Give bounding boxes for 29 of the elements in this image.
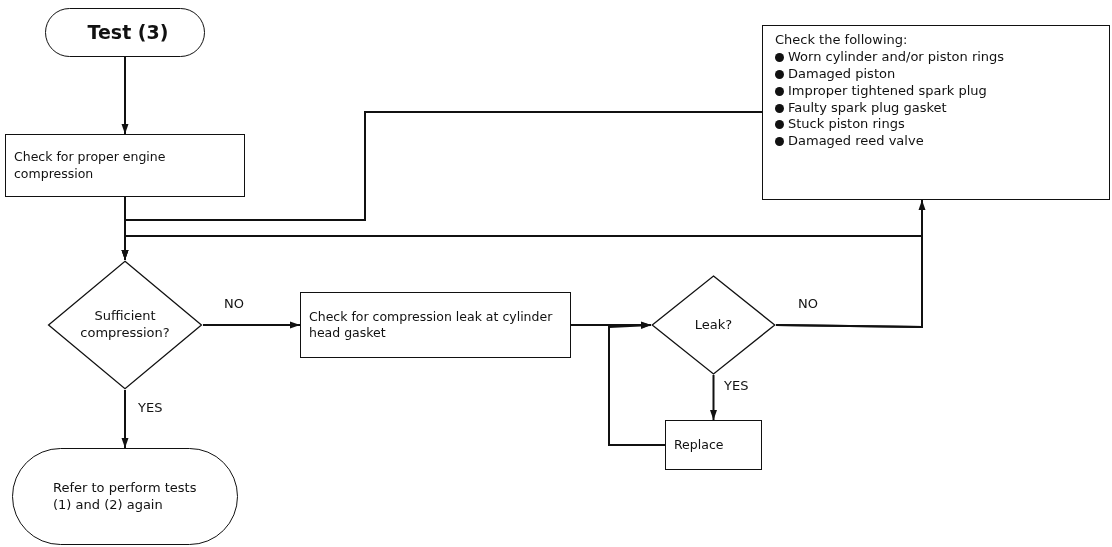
process-box: [300, 292, 571, 358]
step-text: Check for proper engine compression: [14, 149, 167, 182]
list-item: Worn cylinder and/or piston rings: [788, 48, 1005, 66]
step-text: Refer to perform tests (1) and (2) again: [53, 479, 198, 514]
list-item: Improper tightened spark plug: [788, 82, 987, 100]
start-label: Test (3): [86, 20, 170, 45]
process-box: [665, 420, 762, 470]
arrow: [710, 374, 717, 421]
arrow: [608, 322, 666, 446]
arrow: [121, 56, 129, 135]
decision-text: Sufficient compression?: [79, 308, 171, 342]
step-text: Replace: [674, 436, 725, 454]
checklist-box: [762, 25, 1110, 200]
list-item: Faulty spark plug gasket: [788, 99, 947, 117]
list-item: Damaged reed valve: [788, 133, 924, 151]
terminal-box: [45, 8, 205, 57]
decision-text: Leak?: [694, 316, 733, 334]
edge-label: NO: [222, 296, 246, 311]
arrow: [121, 389, 129, 449]
edge-label: NO: [796, 296, 820, 311]
arrow: [775, 199, 926, 328]
list-heading: Check the following:: [775, 32, 909, 49]
arrow: [202, 321, 301, 329]
list-item: Damaged piston: [788, 65, 896, 83]
edge-label: YES: [722, 378, 751, 393]
step-text: Check for compression leak at cylinder head gasket: [309, 308, 554, 342]
list-item: Stuck piston rings: [788, 116, 905, 134]
process-box: [5, 134, 245, 197]
edge-label: YES: [136, 400, 165, 415]
